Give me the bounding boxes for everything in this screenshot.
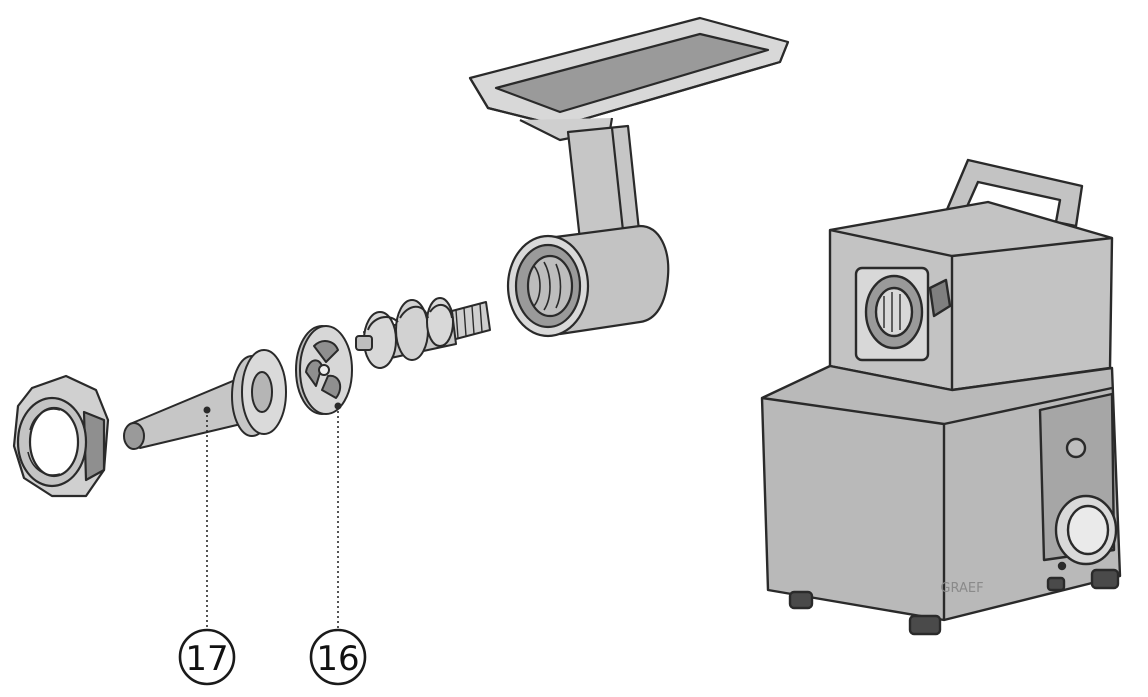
callout-label: 16 <box>316 639 359 679</box>
callout-16: 16 <box>309 628 367 686</box>
sausage-plate-part <box>295 325 353 415</box>
hopper-neck <box>566 124 642 242</box>
stuffing-tube-part <box>123 349 287 450</box>
callout-circle <box>309 628 367 686</box>
auger-worm <box>355 297 491 369</box>
anchor-dot-16 <box>334 402 342 410</box>
callout-circle <box>178 628 236 686</box>
anchor-dot-17 <box>203 406 211 414</box>
motor-unit <box>760 158 1122 636</box>
leader-lines <box>206 406 339 630</box>
callout-label: 17 <box>185 639 228 679</box>
feed-tray <box>468 16 790 142</box>
brand-logo-text: GRAEF <box>940 581 983 596</box>
locking-ring-part <box>12 374 110 498</box>
grinder-head-housing <box>506 224 670 338</box>
callout-17: 17 <box>178 628 236 686</box>
